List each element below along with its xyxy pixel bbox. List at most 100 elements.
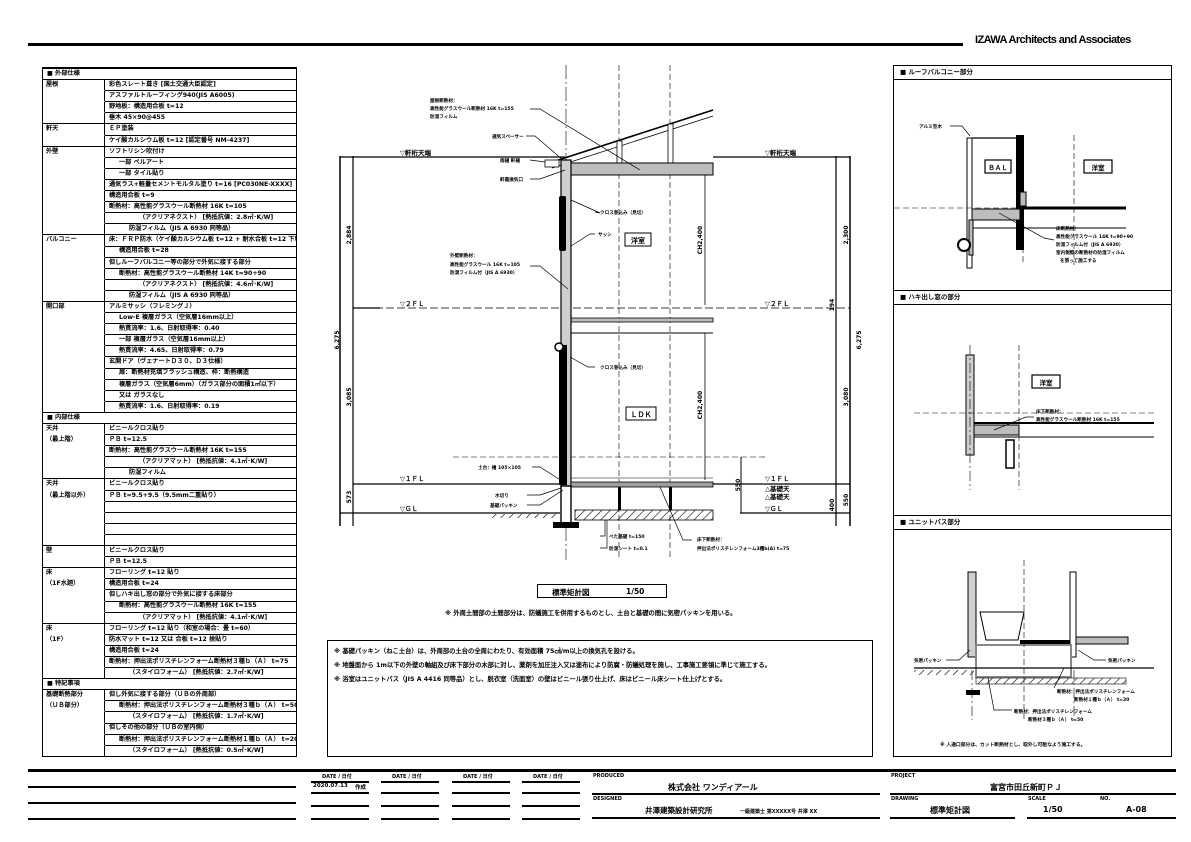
spec-text: 防湿フィルム（JIS A 6930 同等品） bbox=[129, 291, 235, 299]
spec-row: 玄関ドア（ヴェナートＤ３０、Ｄ３仕様） bbox=[43, 356, 296, 368]
spec-category bbox=[43, 167, 105, 179]
spec-text: 断熱材：押出法ポリスチレンフォーム断熱材１種ｂ（Ａ） t=20 bbox=[119, 735, 296, 743]
packing-label-right: 気密パッキン bbox=[1108, 657, 1136, 664]
spec-category bbox=[43, 267, 105, 279]
spec-row: 断熱材：高性能グラスウール断熱材 16K t=155 bbox=[43, 600, 296, 612]
svg-text:断熱材：押出法ポリスチレンフォーム: 断熱材：押出法ポリスチレンフォーム bbox=[1057, 688, 1135, 695]
spec-category bbox=[43, 223, 105, 235]
spec-row: 又は ガラスなし bbox=[43, 389, 296, 401]
svg-text:194: 194 bbox=[829, 299, 836, 312]
footing bbox=[553, 522, 579, 528]
spec-row: （1F水廻）構造用合板 t=24 bbox=[43, 578, 296, 590]
window-upper bbox=[559, 196, 566, 251]
spec-category: 床 bbox=[43, 623, 105, 634]
svg-text:※ 人通口部分は、カット断熱材とし、取外し可能なよう施工する: ※ 人通口部分は、カット断熱材とし、取外し可能なよう施工する。 bbox=[940, 741, 1085, 748]
svg-text:基礎パッキン: 基礎パッキン bbox=[489, 502, 518, 509]
spec-category bbox=[43, 367, 105, 379]
level-gl-right: ▽ＧＬ bbox=[765, 505, 783, 513]
spec-row: 一部 複層ガラス（空気層16mm以上） bbox=[43, 334, 296, 346]
spec-category bbox=[43, 711, 105, 723]
spec-row: 外壁ソフトリシン吹付け bbox=[43, 145, 296, 157]
svg-text:防湿フィルム: 防湿フィルム bbox=[430, 113, 458, 120]
spec-text: 断熱材：押出法ポリスチレンフォーム断熱材３種ｂ（Ａ） t=75 bbox=[109, 657, 289, 665]
spec-text: 防湿フィルム（JIS A 6930 同等品） bbox=[129, 225, 235, 233]
drawing-name: 標準矩計図 bbox=[930, 806, 970, 815]
spec-category: （ＵＢ部分） bbox=[43, 700, 105, 712]
project-label: PROJECT bbox=[891, 773, 916, 779]
svg-text:雨樋 軒樋: 雨樋 軒樋 bbox=[500, 157, 520, 164]
spec-section-title: ■ 内部仕様 bbox=[47, 413, 80, 421]
spec-category: 天井 bbox=[43, 479, 105, 490]
spec-category bbox=[43, 522, 105, 534]
spec-category bbox=[43, 278, 105, 290]
spec-text: 断熱材：高性能グラスウール断熱材 16K t=155 bbox=[109, 447, 247, 455]
svg-text:2,884: 2,884 bbox=[346, 226, 353, 245]
spec-row: （アクリアマット） [熱抵抗値：4.1㎡･K/W] bbox=[43, 611, 296, 623]
spec-category bbox=[43, 256, 105, 268]
scale-value: 1/50 bbox=[1043, 805, 1063, 814]
note-item: ※ 浴室はユニットバス（JIS A 4416 同等品）とし、脱衣室（洗面室）の壁… bbox=[334, 676, 727, 683]
spec-text: ＥＰ塗装 bbox=[109, 125, 134, 133]
produced-label: PRODUCED bbox=[593, 773, 625, 779]
spec-text: 但し外気に接する部分（ＵＢの外周部） bbox=[109, 691, 221, 699]
spec-text: 断熱材：高性能グラスウール断熱材 14K t=90+90 bbox=[119, 269, 267, 277]
spec-row: 但しその他の部分（ＵＢの室内側） bbox=[43, 722, 296, 734]
spec-row: （スタイロフォーム） [熱抵抗値：0.5㎡･K/W] bbox=[43, 744, 296, 756]
spec-row: 一部 タイル貼り bbox=[43, 167, 296, 179]
spec-text: 防湿フィルム bbox=[129, 469, 166, 477]
spec-category: 開口部 bbox=[43, 301, 105, 313]
spec-category: 壁 bbox=[43, 546, 105, 557]
leader-lines bbox=[526, 108, 692, 549]
svg-text:床下断熱材：: 床下断熱材： bbox=[697, 536, 725, 543]
drawing-title-box: 標準矩計図 1/50 bbox=[537, 584, 667, 598]
spec-text: 複層ガラス（空気層6mm）（ガラス部分の面積1㎡以下） bbox=[119, 380, 280, 388]
spec-row: 屋根彩色スレート葺き [国土交通大臣認定] bbox=[43, 79, 296, 91]
svg-text:6,275: 6,275 bbox=[856, 331, 863, 350]
svg-text:クロス巻込み（見切）: クロス巻込み（見切） bbox=[600, 364, 646, 371]
spec-text: 又は ガラスなし bbox=[119, 391, 165, 399]
spec-category bbox=[43, 500, 105, 512]
spec-category bbox=[43, 600, 105, 612]
spec-text: 一部 タイル貼り bbox=[119, 169, 165, 177]
firm-name: IZAWA Architects and Associates bbox=[975, 34, 1131, 46]
designed-by: 井澤建築設計研究所 bbox=[645, 806, 713, 815]
window-lower bbox=[559, 345, 567, 485]
spec-row: 野地板：構造用合板 t=12 bbox=[43, 101, 296, 113]
spec-category bbox=[43, 201, 105, 213]
foundation bbox=[560, 485, 572, 527]
spec-row: 熱貫流率：4.65、日射取得率：0.79 bbox=[43, 345, 296, 357]
spec-category: 天井 bbox=[43, 424, 105, 435]
spec-row: （スタイロフォーム） [熱抵抗値：2.7㎡･K/W] bbox=[43, 667, 296, 679]
level-2fl-right: ▽２ＦＬ bbox=[765, 300, 790, 308]
spec-row: ケイ酸カルシウム板 t=12 [認定番号 NM-4237] bbox=[43, 134, 296, 146]
svg-text:床下断熱材：: 床下断熱材： bbox=[1036, 408, 1064, 415]
spec-category bbox=[43, 345, 105, 357]
spec-row: （ＵＢ部分）断熱材：押出法ポリスチレンフォーム断熱材３種ｂ（Ａ） t=50 bbox=[43, 700, 296, 712]
svg-text:CH2,400: CH2,400 bbox=[697, 391, 704, 419]
svg-text:高性能グラスウール断熱材 16K t=155: 高性能グラスウール断熱材 16K t=155 bbox=[430, 105, 514, 112]
level-foundation-2: △基礎天 bbox=[765, 492, 790, 501]
spec-category bbox=[43, 644, 105, 656]
spec-category: （1F水廻） bbox=[43, 578, 105, 590]
svg-text:クロス巻込み（見切）: クロス巻込み（見切） bbox=[600, 209, 646, 216]
ground-hatch bbox=[490, 514, 560, 518]
spec-row: 断熱材：押出法ポリスチレンフォーム断熱材３種ｂ（Ａ） t=75 bbox=[43, 655, 296, 668]
svg-text:防湿フィルム付（JIS A 6930）: 防湿フィルム付（JIS A 6930） bbox=[1056, 241, 1123, 248]
spec-text: 垂木 45×90@455 bbox=[109, 114, 166, 122]
spec-text: 構造用合板 t=28 bbox=[119, 247, 169, 255]
svg-text:通気スペーサー: 通気スペーサー bbox=[492, 133, 524, 140]
svg-text:床断熱材：: 床断熱材： bbox=[1056, 225, 1079, 232]
spec-row: 防湿フィルム（JIS A 6930 同等品） bbox=[43, 289, 296, 301]
spec-category bbox=[43, 467, 105, 479]
spec-text: ケイ酸カルシウム板 t=12 [認定番号 NM-4237] bbox=[109, 136, 250, 144]
drawing-label: DRAWING bbox=[891, 796, 919, 802]
spec-row: 床フローリング t=12 貼り bbox=[43, 567, 296, 579]
room-label-upper: 洋室 bbox=[631, 236, 645, 245]
roof bbox=[544, 109, 714, 169]
spec-row bbox=[43, 511, 296, 523]
spec-category bbox=[43, 212, 105, 224]
spec-row: （最上階以外）ＰＢ t=9.5+9.5（9.5mm二重貼り） bbox=[43, 489, 296, 501]
svg-text:アルミ笠木: アルミ笠木 bbox=[919, 123, 942, 130]
first-floor bbox=[570, 481, 714, 488]
spec-text: 但しハキ出し窓の部分で外気に接する床部分 bbox=[109, 591, 233, 599]
